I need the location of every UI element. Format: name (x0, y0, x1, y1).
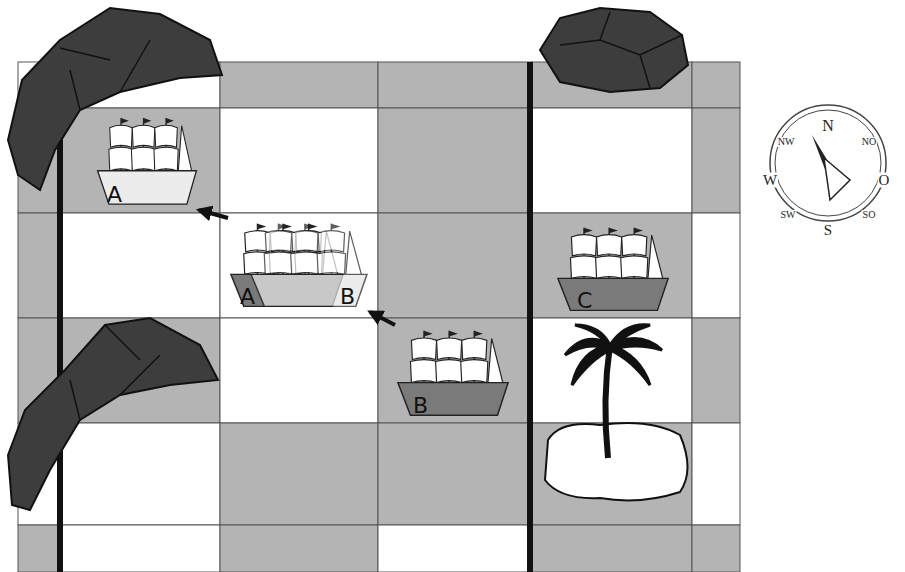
ship-letter: A (107, 184, 122, 206)
sea-square (378, 213, 532, 318)
sea-square (60, 423, 220, 525)
sea-square (692, 108, 740, 213)
sea-square (220, 423, 378, 525)
move-arrow (370, 312, 395, 325)
compass-point: N (821, 118, 835, 134)
sea-grid (18, 62, 740, 572)
move-arrow (199, 210, 228, 218)
sea-square (692, 213, 740, 318)
sea-square (60, 525, 220, 572)
sea-square (532, 213, 692, 318)
sea-square (532, 318, 692, 423)
ship: B (248, 218, 370, 312)
compass-point: NO (861, 137, 877, 147)
sea-square (378, 62, 532, 108)
wind-line (57, 105, 63, 572)
sea-square (220, 525, 378, 572)
sea-square (60, 108, 220, 213)
ship-letter: C (577, 290, 592, 312)
sea-square (692, 62, 740, 108)
compass-needle (824, 158, 850, 200)
sea-square (18, 213, 60, 318)
sea-square (692, 423, 740, 525)
rock (8, 318, 218, 510)
compass-ring (770, 105, 886, 221)
island (545, 423, 688, 500)
sea-square (220, 213, 378, 318)
sea-square (220, 62, 378, 108)
compass (770, 105, 886, 221)
sea-square (532, 108, 692, 213)
compass-point: NW (777, 137, 796, 147)
compass-ring (775, 110, 881, 216)
rock (8, 8, 222, 190)
ship-letter: A (240, 286, 255, 308)
sea-square (60, 213, 220, 318)
ship-picture (555, 222, 671, 316)
compass-point: W (762, 173, 778, 188)
ship-picture (395, 325, 511, 421)
compass-point: O (878, 173, 891, 188)
compass-point: SO (862, 210, 877, 220)
sea-square (532, 525, 692, 572)
compass-point: SW (780, 210, 797, 220)
rock-crack (70, 325, 160, 420)
sea-square (378, 318, 532, 423)
rock-crack (60, 40, 150, 110)
ship: B (395, 325, 511, 421)
sea-square (378, 525, 532, 572)
sea-square (692, 318, 740, 423)
wind-line (527, 62, 533, 572)
ship: A (95, 112, 199, 210)
sea-square (220, 318, 378, 423)
sea-square (220, 108, 378, 213)
rock-crack (560, 12, 682, 88)
palm-trunk (605, 345, 610, 458)
sea-square (378, 108, 532, 213)
sea-square (692, 525, 740, 572)
rock (540, 8, 688, 92)
sea-square (18, 525, 60, 572)
sea-square (378, 423, 532, 525)
ship-letter: B (413, 395, 428, 417)
palm-leaves (565, 325, 662, 385)
sea-square (532, 423, 692, 525)
ship: C (555, 222, 671, 316)
ship-letter: B (340, 286, 355, 308)
compass-point: S (823, 223, 833, 238)
